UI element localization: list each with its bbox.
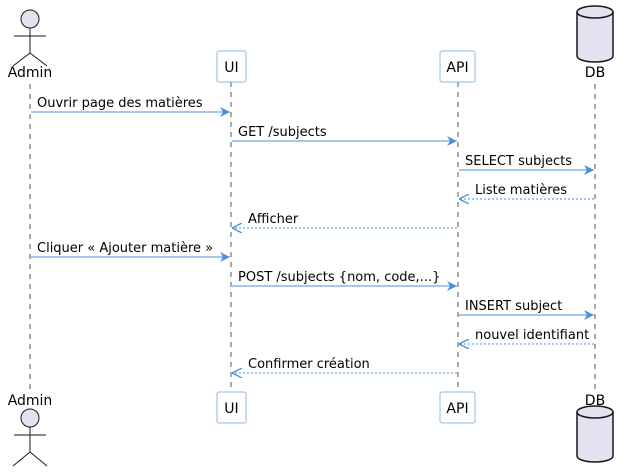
database-db-bottom: DB — [576, 393, 614, 463]
message-label: POST /subjects {nom, code,...} — [238, 270, 440, 285]
participant-api-label-bottom: API — [446, 401, 468, 417]
participant-api-label: API — [446, 60, 468, 76]
message-label: Liste matières — [475, 183, 567, 198]
participant-api-top: API — [439, 50, 476, 83]
actor-admin-label-bottom: Admin — [8, 393, 53, 409]
database-db-top: DB — [576, 5, 614, 81]
participant-ui-bottom: UI — [216, 391, 247, 424]
participant-ui-label: UI — [224, 60, 238, 76]
actor-admin-top: Admin — [8, 9, 53, 81]
actor-admin-bottom: Admin — [8, 393, 53, 467]
message-label: Confirmer création — [248, 357, 370, 372]
participant-ui-top: UI — [216, 50, 247, 83]
database-db-label-bottom: DB — [585, 393, 605, 409]
participant-ui-label-bottom: UI — [224, 401, 238, 417]
message-label: nouvel identifiant — [475, 328, 589, 343]
message-label: INSERT subject — [465, 299, 562, 314]
message-label: SELECT subjects — [465, 154, 572, 169]
message-label: Afficher — [248, 212, 299, 227]
participant-api-bottom: API — [439, 391, 476, 424]
message-label: Ouvrir page des matières — [37, 96, 203, 111]
message-label: GET /subjects — [238, 125, 327, 140]
actor-admin-label: Admin — [8, 65, 53, 81]
database-db-label: DB — [585, 65, 605, 81]
message-label: Cliquer « Ajouter matière » — [37, 241, 213, 256]
